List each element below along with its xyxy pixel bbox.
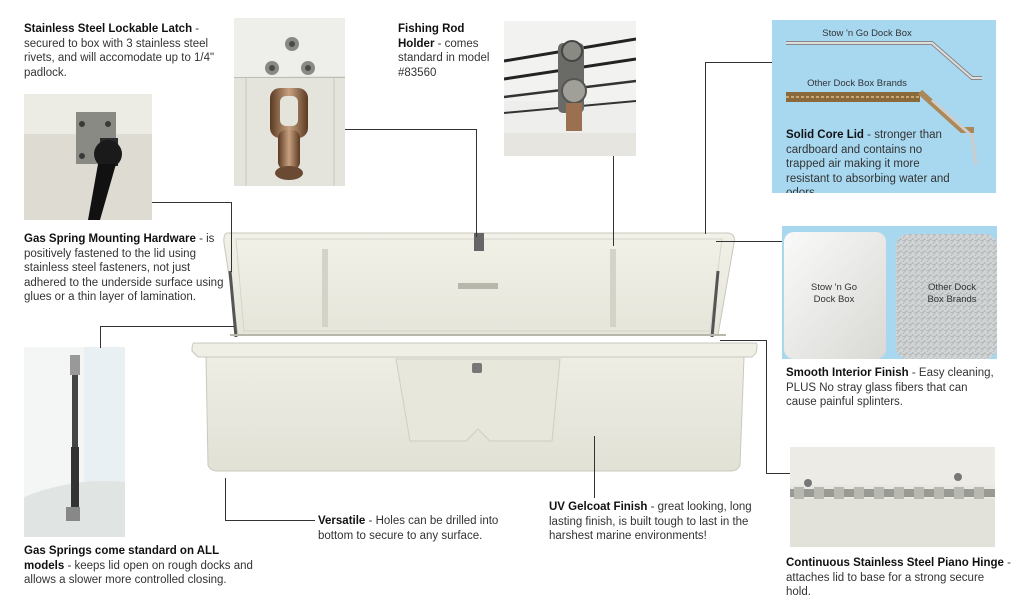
interior-other-label: Other Dock Box Brands [927, 282, 977, 305]
lid-desc: stronger than cardboard and contains no … [786, 129, 950, 193]
hinge-connector-line-v [766, 340, 767, 474]
mounting-connector-line-v [231, 202, 232, 272]
gas-springs-desc: keeps lid open on rough docks and allows… [24, 559, 253, 587]
gas-springs-connector-line-v [100, 326, 101, 348]
mounting-title: Gas Spring Mounting Hardware [24, 233, 196, 245]
rod-holder-title: Fishing Rod Holder [398, 23, 465, 50]
versatile-connector-line-h [225, 520, 315, 521]
latch-caption: Stainless Steel Lockable Latch - secured… [24, 23, 215, 79]
rod-holder-caption: Fishing Rod Holder - comes standard in m… [398, 23, 490, 79]
versatile-desc: Holes can be drilled into bottom to secu… [318, 515, 499, 542]
lid-other-label: Other Dock Box Brands [807, 78, 907, 89]
hinge-connector-line-h1 [720, 340, 766, 341]
latch-desc: secured to box with 3 stainless steel ri… [24, 37, 215, 79]
hinge-caption: Continuous Stainless Steel Piano Hinge -… [786, 557, 1011, 599]
latch-title: Stainless Steel Lockable Latch [24, 23, 193, 35]
hinge-title: Continuous Stainless Steel Piano Hinge [786, 557, 1004, 569]
lid-caption: Solid Core Lid - stronger than cardboard… [786, 128, 954, 193]
gelcoat-desc: great looking, long lasting finish, is b… [549, 501, 752, 542]
hinge-photo [790, 447, 995, 547]
interior-caption: Smooth Interior Finish - Easy cleaning, … [786, 367, 994, 408]
gas-springs-connector-line-h [100, 326, 234, 327]
gelcoat-title: UV Gelcoat Finish [549, 501, 648, 513]
lid-connector-line-h [705, 62, 772, 63]
gelcoat-connector-line [594, 436, 595, 498]
rod-holder-desc: comes standard in model #83560 [398, 37, 490, 79]
mounting-hardware-photo [24, 94, 152, 220]
latch-photo [234, 18, 345, 186]
latch-connector-line [345, 129, 477, 130]
mounting-desc: is positively fastened to the lid using … [24, 233, 224, 303]
mounting-caption: Gas Spring Mounting Hardware - is positi… [24, 233, 224, 303]
versatile-title: Versatile [318, 515, 366, 527]
interior-connector-line [716, 241, 782, 242]
rod-holder-photo [504, 21, 636, 156]
rod-holder-connector-line [613, 156, 614, 246]
hinge-connector-line-h2 [766, 473, 790, 474]
gas-spring-photo [24, 347, 125, 537]
latch-connector-line-v [476, 129, 477, 237]
dock-box-main [190, 225, 760, 477]
lid-connector-line-v [705, 62, 706, 234]
interior-stow-label: Stow 'n Go Dock Box [810, 282, 858, 305]
versatile-connector-line-v [225, 478, 226, 520]
mounting-connector-line-h [152, 202, 232, 203]
gas-springs-title: Gas Springs come standard on ALL models [24, 545, 219, 572]
gelcoat-caption: UV Gelcoat Finish - great looking, long … [549, 501, 752, 542]
lid-title: Solid Core Lid [786, 129, 864, 141]
lid-comparison-panel: Stow 'n Go Dock Box Other Dock Box Brand… [772, 20, 996, 193]
interior-title: Smooth Interior Finish [786, 367, 909, 379]
lid-stow-label: Stow 'n Go Dock Box [822, 28, 912, 39]
hinge-desc: attaches lid to base for a strong secure… [786, 571, 985, 599]
versatile-caption: Versatile - Holes can be drilled into bo… [318, 515, 499, 542]
interior-comparison-panel: Stow 'n Go Dock Box Other Dock Box Brand… [782, 226, 997, 359]
gas-springs-caption: Gas Springs come standard on ALL models … [24, 545, 253, 587]
interior-desc: Easy cleaning, PLUS No stray glass fiber… [786, 367, 994, 408]
